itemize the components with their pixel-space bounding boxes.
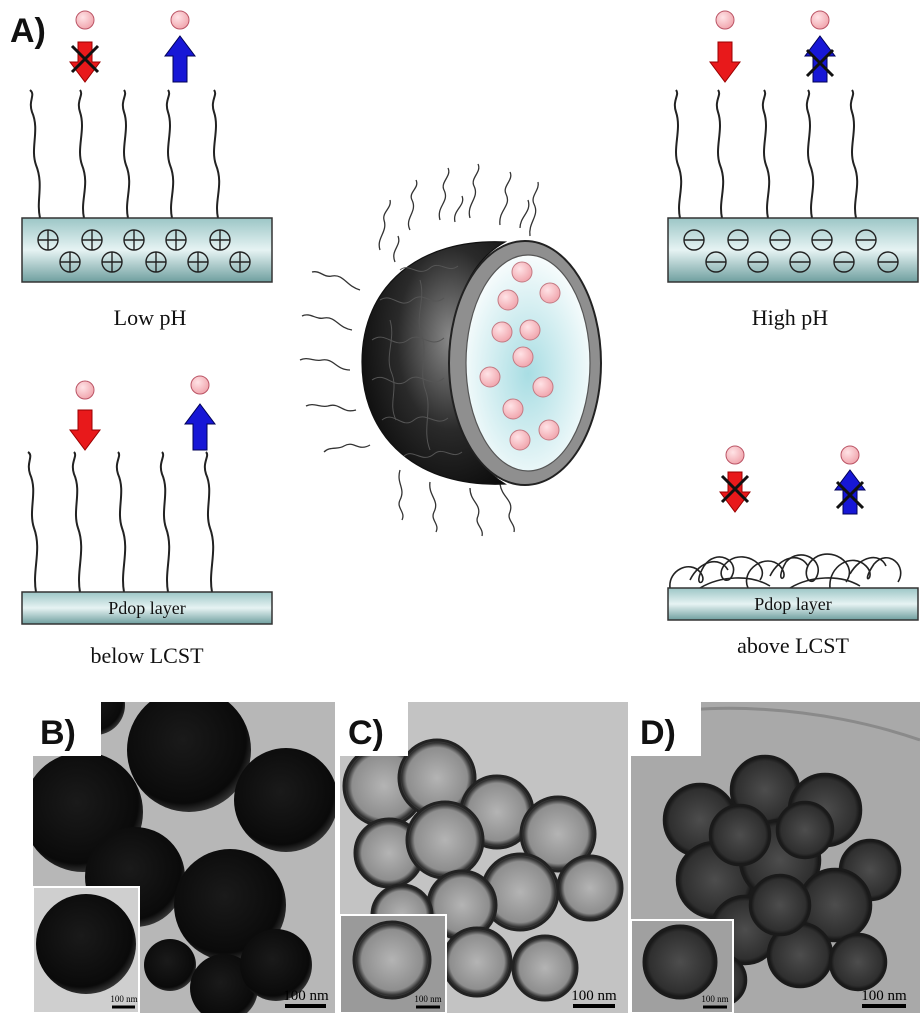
caption-above-lcst: above LCST [737, 633, 849, 658]
scale-bar-d-inset: 100 nm [701, 994, 728, 1004]
label-box-c [340, 702, 408, 756]
negative-charges [683, 229, 899, 273]
caption-below-lcst: below LCST [90, 643, 204, 668]
high-ph-illustration: High pH [667, 10, 919, 330]
drug-particle [725, 445, 745, 465]
polymer-brushes [673, 89, 859, 219]
label-box-b [33, 702, 101, 756]
below-lcst-illustration: Pdop layer below LCST [21, 375, 273, 668]
inset-d: 100 nm [630, 919, 734, 1014]
low-ph-illustration: Low pH [21, 10, 273, 330]
tem-image-c: C) 100 nm 100 nm [339, 702, 628, 1014]
solid-spheres [33, 702, 335, 1013]
polymer-brushes [27, 451, 215, 593]
substrate [667, 217, 919, 283]
drug-particle [840, 445, 860, 465]
hollow-capsules [342, 738, 624, 1002]
positive-charges [37, 229, 251, 273]
uptake-arrow [184, 403, 216, 451]
tem-image-d: D) 100 nm 100 nm [630, 702, 920, 1014]
hollow-capsule-illustration [299, 163, 602, 537]
inset-b: 100 nm [32, 886, 140, 1014]
pdop-layer-label: Pdop layer [108, 598, 185, 618]
label-box-d [631, 702, 701, 756]
collapsed-polymer [669, 553, 902, 589]
capsule-surface-texture [371, 264, 463, 458]
release-arrow-blocked [719, 471, 751, 513]
drug-particle [810, 10, 830, 30]
polymer-brushes [29, 89, 221, 219]
scale-bar-c-inset: 100 nm [414, 994, 441, 1004]
uptake-arrow-blocked [834, 469, 866, 515]
pdop-layer [667, 587, 919, 621]
pdop-layer-label: Pdop layer [754, 594, 831, 614]
scale-bar-b-inset: 100 nm [110, 994, 137, 1004]
panel-label-c: C) [348, 714, 384, 752]
scale-bar-b: 100 nm [283, 988, 329, 1004]
panel-label-a: A) [10, 12, 46, 50]
scale-bar-c: 100 nm [571, 988, 617, 1004]
uptake-arrow-blocked [804, 35, 836, 83]
drug-particle [75, 10, 95, 30]
release-arrow [69, 409, 101, 451]
uptake-arrow [164, 35, 196, 83]
scale-bar-d: 100 nm [861, 988, 907, 1004]
inset-c: 100 nm [339, 914, 447, 1014]
caption-high-ph: High pH [752, 305, 829, 330]
release-arrow [709, 41, 741, 83]
drug-particle [715, 10, 735, 30]
pdop-layer [21, 591, 273, 625]
encapsulated-particles [479, 261, 561, 451]
substrate [21, 217, 273, 283]
drug-particle [170, 10, 190, 30]
drug-particle [75, 380, 95, 400]
above-lcst-illustration: Pdop layer above LCST [667, 445, 919, 658]
capsule-brushes [299, 163, 539, 537]
drug-particle [190, 375, 210, 395]
tem-image-b: B) 100 nm 100 nm [32, 702, 335, 1014]
release-arrow-blocked [69, 41, 101, 83]
panel-label-d: D) [640, 714, 676, 752]
panel-label-b: B) [40, 714, 76, 752]
caption-low-ph: Low pH [114, 305, 187, 330]
